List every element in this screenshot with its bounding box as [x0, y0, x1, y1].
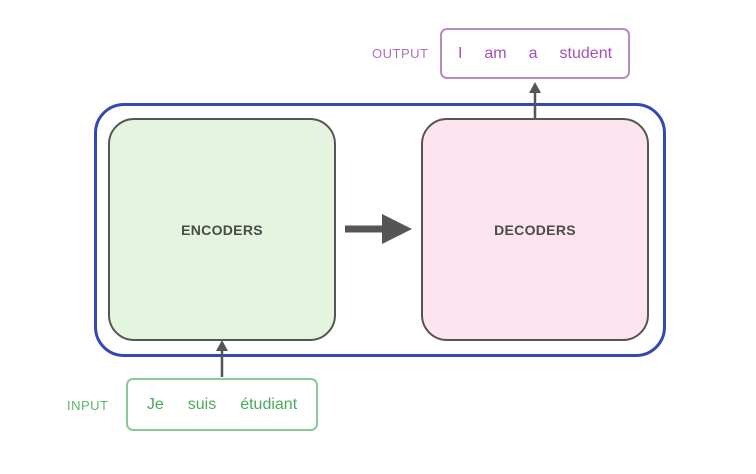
- encoders-label: ENCODERS: [181, 221, 263, 238]
- output-label: OUTPUT: [372, 46, 429, 61]
- decoders-block: DECODERS: [421, 118, 649, 341]
- input-box: Je suis étudiant: [126, 378, 318, 431]
- input-label: INPUT: [67, 398, 109, 413]
- output-token: student: [559, 44, 613, 62]
- output-token: am: [484, 44, 507, 62]
- output-token: I: [457, 44, 463, 62]
- input-token: étudiant: [240, 395, 298, 413]
- output-token: a: [528, 44, 538, 62]
- input-token: Je: [146, 395, 164, 413]
- encoders-block: ENCODERS: [108, 118, 336, 341]
- input-token: suis: [187, 395, 217, 413]
- decoders-label: DECODERS: [494, 221, 576, 238]
- output-box: I am a student: [440, 28, 630, 79]
